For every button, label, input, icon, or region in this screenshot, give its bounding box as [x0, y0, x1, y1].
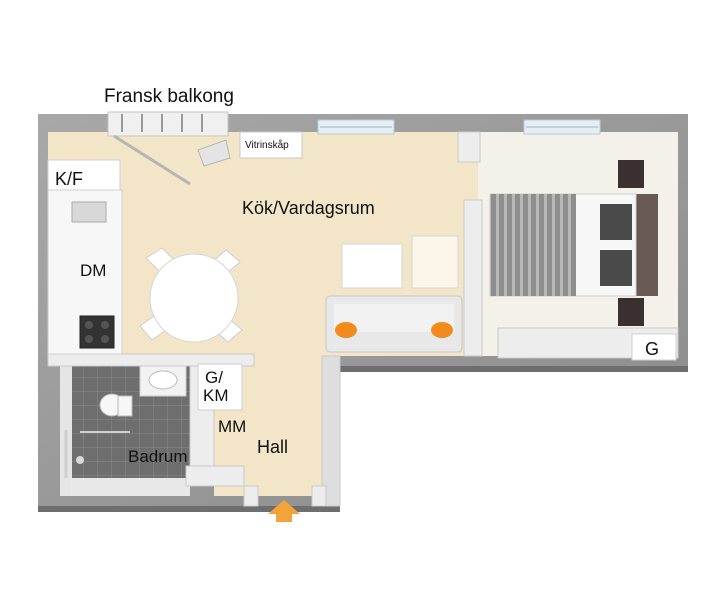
- closet-g: [631, 333, 677, 361]
- label-hall: Hall: [257, 437, 288, 457]
- label-display-cabinet: Vitrinskåp: [245, 139, 289, 151]
- label-gkm-2: KM: [203, 386, 229, 405]
- entry-arrow-icon: [268, 500, 300, 522]
- label-dm: DM: [80, 261, 106, 280]
- dining-set: [139, 247, 243, 343]
- bedroom-furniture: [489, 160, 658, 326]
- display-cabinet: [239, 131, 303, 159]
- label-g: G: [645, 339, 659, 359]
- label-gkm-1: G/: [205, 368, 223, 387]
- windows: [317, 119, 601, 135]
- label-bathroom: Badrum: [128, 447, 188, 466]
- label-balcony: Fransk balkong: [104, 86, 234, 107]
- bathroom: [60, 365, 190, 496]
- french-balcony-door: [107, 111, 231, 186]
- kitchen-counter: [47, 159, 123, 355]
- room-labels: Fransk balkong Vitrinskåp K/F DM Kök/Var…: [55, 86, 659, 466]
- living-furniture: [325, 235, 463, 353]
- laundry-area: [197, 363, 243, 411]
- label-living: Kök/Vardagsrum: [242, 198, 375, 218]
- label-kf: K/F: [55, 169, 83, 189]
- label-mm: MM: [218, 417, 246, 436]
